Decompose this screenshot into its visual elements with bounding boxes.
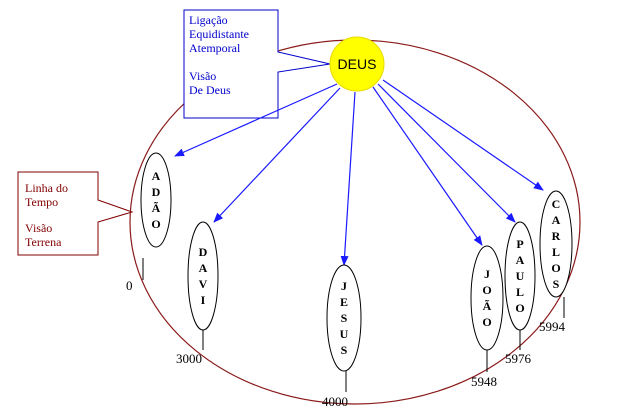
figures-layer: ADÃO0DAVI3000JESUS4000JOÃO5948PAULO5976C… [126,152,573,409]
arrow-to-carlos [382,79,544,191]
year-label: 5994 [539,319,566,334]
figure-name-letter: I [201,293,206,307]
figure-name-letter: L [552,245,560,259]
figure-name-letter: A [152,169,161,183]
arrows-layer [174,79,544,266]
callout-earth-view-line: Terrena [25,235,62,249]
svg-text:Linha do Tempo Vis: Linha do Tempo Visão Terrena [25,181,71,249]
figure-ellipse [326,264,362,372]
callout-god-view-box [183,9,331,119]
arrow-to-adao [174,83,338,157]
figure-name-letter: D [199,245,208,259]
figure-ellipse [539,190,573,298]
figure-name-letter: A [552,213,561,227]
callout-god-view-line: Visão [189,69,216,83]
year-label: 5948 [471,374,497,389]
figure-name-letter: P [516,237,523,251]
callout-earth-view-line: Visão [25,221,52,235]
figure-name-letter: O [551,261,560,275]
figure-name-letter: U [516,269,525,283]
figure-name-letter: V [199,277,208,291]
figure-ellipse [140,152,172,248]
callout-god-view-line: Equidistante [189,27,249,41]
figure-name-letter: O [151,217,160,231]
figure-name-letter: E [340,295,348,309]
figure-name-letter: S [553,277,560,291]
figure-name-letter: U [340,327,349,341]
callout-earth-view-line: Tempo [25,195,58,209]
figure-ellipse [470,245,504,351]
arrow-to-jesus [340,91,356,266]
callout-god-view-line: De Deus [189,83,231,97]
callout-god-view-line: Atemporal [189,41,241,55]
figure-name-letter: Ã [152,201,161,215]
figure-name-letter: A [199,261,208,275]
god-circle [329,36,385,92]
figure-name-letter: J [341,279,347,293]
figure-name-letter: O [482,283,491,297]
figure-name-letter: O [482,315,491,329]
arrow-to-paulo [377,83,516,223]
figure-name-letter: J [484,267,490,281]
year-label: 5976 [505,351,532,366]
figure-ellipse [187,221,219,331]
figure-name-letter: A [516,253,525,267]
figure-name-letter: C [552,197,561,211]
figure-name-letter: Ã [483,299,492,313]
figure-name-letter: R [552,229,561,243]
figure-name-letter: S [341,343,348,357]
figure-name-letter: S [341,311,348,325]
callout-god-view-line: Ligação [189,13,228,27]
arrow-to-davi [213,87,341,223]
year-label: 3000 [176,351,202,366]
figure-ellipse [504,221,536,331]
arrow-to-joao [372,86,483,246]
callout-earth-view: Linha do Tempo Visão Terrena [17,171,134,256]
callout-earth-view-box [17,171,134,256]
svg-text:Ligação Equidistante: Ligação Equidistante Atemporal Visão De … [189,13,252,97]
god-node: DEUS [329,36,385,92]
callout-earth-view-line: Linha do [25,181,68,195]
god-label: DEUS [338,56,377,72]
figure-name-letter: D [152,185,161,199]
figure-name-letter: L [516,285,524,299]
year-label: 0 [126,278,133,293]
year-label: 4000 [322,394,348,409]
figure-name-letter: O [515,301,524,315]
callout-god-view: Ligação Equidistante Atemporal Visão De … [183,9,331,119]
